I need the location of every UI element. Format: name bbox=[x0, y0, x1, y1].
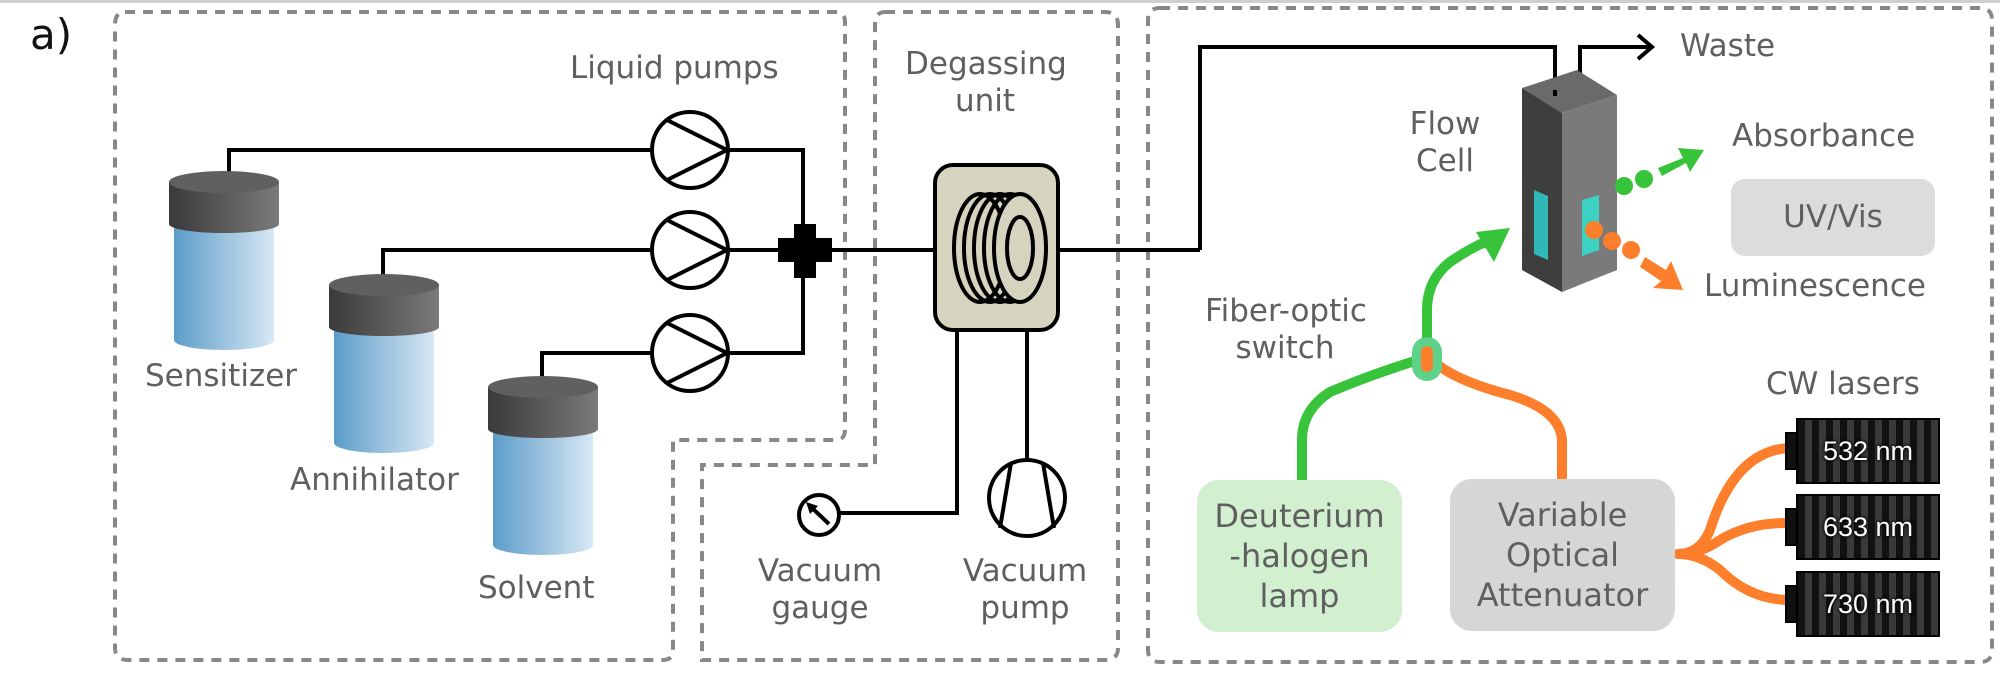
laser-532-label: 532 nm bbox=[1822, 435, 1914, 466]
flow-cell-icon bbox=[1522, 70, 1617, 292]
reservoir-label-sensitizer: Sensitizer bbox=[145, 358, 298, 394]
absorbance-label: Absorbance bbox=[1732, 118, 1916, 154]
section-border-detection bbox=[1146, 6, 1994, 664]
fiber-switch-label-line2: switch bbox=[1235, 330, 1335, 367]
tube-to-flowcell bbox=[1198, 45, 1557, 250]
fiber-optic-switch-label: Fiber-optic switch bbox=[1205, 293, 1367, 367]
vacuum-gauge-label-line1: Vacuum bbox=[757, 553, 883, 589]
flow-cell-label-line1: Flow bbox=[1409, 106, 1481, 142]
degassing-title-line2: unit bbox=[954, 83, 1016, 120]
liquid-pumps-title: Liquid pumps bbox=[570, 50, 779, 86]
reservoir-solvent bbox=[488, 376, 598, 555]
luminescence-label: Luminescence bbox=[1704, 268, 1926, 304]
fiber-lamp-green bbox=[1297, 355, 1423, 485]
deuterium-halogen-lamp: Deuterium -halogen lamp bbox=[1197, 480, 1402, 632]
lamp-label-line3: lamp bbox=[1259, 577, 1340, 615]
tube-sensitizer bbox=[227, 148, 652, 185]
tube-pump3-out bbox=[728, 250, 805, 355]
vacuum-pump-icon bbox=[987, 458, 1067, 538]
attenuator-label-line2: Optical bbox=[1505, 536, 1620, 574]
flow-cell-label-line2: Cell bbox=[1416, 143, 1474, 180]
tube-pump1-out bbox=[728, 148, 805, 250]
uv-vis-label: UV/Vis bbox=[1783, 199, 1883, 236]
reservoir-sensitizer bbox=[169, 171, 279, 350]
degasser-coil-icon bbox=[933, 163, 1060, 332]
vacuum-gauge-icon bbox=[797, 493, 841, 537]
vacuum-pump-label-line1: Vacuum bbox=[962, 553, 1088, 589]
waste-arrowhead bbox=[1636, 33, 1656, 61]
vacuum-pump-label: Vacuum pump bbox=[945, 553, 1105, 627]
laser-532: 532 nm bbox=[1796, 418, 1940, 484]
liquid-pump-icon-3 bbox=[650, 313, 732, 393]
vacuum-pump-label-line2: pump bbox=[980, 590, 1070, 627]
fiber-cell-arrowhead bbox=[1476, 228, 1510, 262]
lamp-label-line2: -halogen bbox=[1229, 537, 1370, 575]
section-border-pumps bbox=[113, 10, 847, 662]
vacuum-gauge-label: Vacuum gauge bbox=[740, 553, 900, 627]
liquid-pump-icon-1 bbox=[650, 110, 732, 190]
variable-optical-attenuator: Variable Optical Attenuator bbox=[1450, 479, 1675, 631]
tube-gauge bbox=[835, 330, 959, 515]
panel-label: a) bbox=[30, 10, 73, 59]
flow-cell-label: Flow Cell bbox=[1395, 106, 1495, 180]
laser-730-label: 730 nm bbox=[1822, 588, 1914, 619]
reservoir-annihilator bbox=[329, 274, 439, 453]
vacuum-gauge-label-line2: gauge bbox=[771, 590, 869, 627]
attenuator-label-line3: Attenuator bbox=[1476, 576, 1649, 614]
fiber-optic-switch-icon bbox=[1412, 337, 1442, 381]
attenuator-label-line1: Variable bbox=[1497, 496, 1628, 534]
laser-730: 730 nm bbox=[1796, 571, 1940, 637]
laser-633: 633 nm bbox=[1796, 494, 1940, 560]
luminescence-arrow-icon bbox=[1585, 221, 1683, 290]
fiber-attenuator-orange bbox=[1433, 360, 1567, 485]
fiber-laser-730 bbox=[1673, 549, 1795, 605]
top-border bbox=[0, 0, 2000, 3]
waste-label: Waste bbox=[1680, 28, 1776, 64]
absorbance-arrow-icon bbox=[1615, 148, 1704, 195]
cross-mixer-icon bbox=[778, 224, 832, 278]
fiber-laser-633 bbox=[1673, 517, 1795, 559]
degassing-title-line1: Degassing bbox=[905, 46, 1067, 82]
reservoir-label-solvent: Solvent bbox=[478, 570, 595, 606]
fiber-switch-to-cell bbox=[1422, 235, 1495, 345]
reservoir-label-annihilator: Annihilator bbox=[290, 462, 459, 498]
laser-633-label: 633 nm bbox=[1822, 511, 1914, 542]
fiber-switch-label-line1: Fiber-optic bbox=[1205, 293, 1367, 329]
lamp-label-line1: Deuterium bbox=[1214, 497, 1385, 535]
uv-vis-spectrometer: UV/Vis bbox=[1731, 179, 1935, 256]
cw-lasers-title: CW lasers bbox=[1766, 366, 1920, 402]
liquid-pump-icon-2 bbox=[650, 210, 732, 290]
degassing-title: Degassing unit bbox=[905, 46, 1067, 120]
